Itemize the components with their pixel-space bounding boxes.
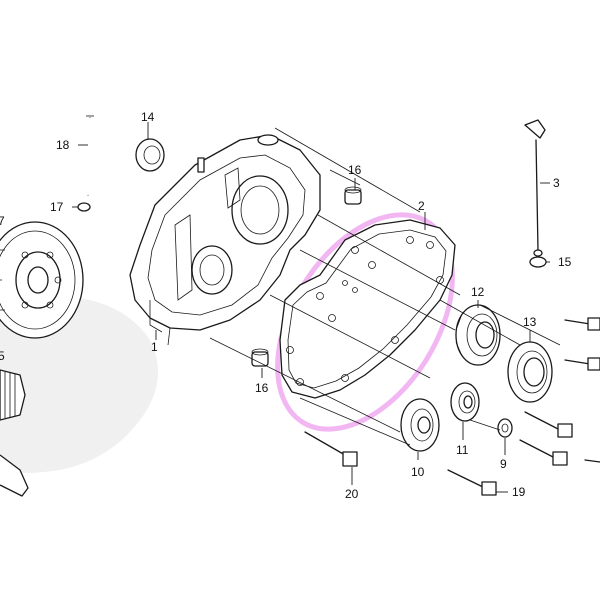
label-part-13[interactable]: 13 xyxy=(523,315,537,329)
bearing-part-12[interactable] xyxy=(455,304,501,366)
label-part-5[interactable]: 5 xyxy=(0,349,5,363)
bolt-right-2[interactable] xyxy=(564,357,600,371)
label-part-12[interactable]: 12 xyxy=(471,285,485,299)
label-part-16-lower[interactable]: 16 xyxy=(255,381,269,395)
bolt-right-5[interactable] xyxy=(584,459,600,463)
leader-lines xyxy=(72,122,550,493)
gasket-part-2[interactable] xyxy=(279,219,456,399)
label-part-10[interactable]: 10 xyxy=(411,465,425,479)
part-labels: 1 2 3 5 7 9 10 11 12 13 14 15 16 16 17 1… xyxy=(0,110,572,501)
label-part-3[interactable]: 3 xyxy=(553,176,560,190)
bolt-right-4[interactable] xyxy=(519,439,568,466)
bolt-right-1[interactable] xyxy=(564,317,600,331)
bolt-part-20[interactable] xyxy=(304,431,358,467)
bolt-part-19[interactable] xyxy=(447,469,497,496)
label-part-1[interactable]: 1 xyxy=(151,340,158,354)
label-part-16-upper[interactable]: 16 xyxy=(348,163,362,177)
dipstick-part-3[interactable] xyxy=(524,119,546,257)
oil-seal-part-13[interactable] xyxy=(507,341,553,403)
bolt-right-3[interactable] xyxy=(524,411,573,438)
label-part-18[interactable]: 18 xyxy=(56,138,70,152)
alignment-lines xyxy=(209,127,561,446)
label-part-14[interactable]: 14 xyxy=(141,110,155,124)
dowel-pin-16-upper[interactable] xyxy=(344,186,362,205)
label-part-19[interactable]: 19 xyxy=(512,485,526,499)
engine-silhouette xyxy=(0,295,158,473)
oil-seal-part-14[interactable] xyxy=(135,138,165,172)
washer-part-9[interactable] xyxy=(497,418,513,438)
label-part-7[interactable]: 7 xyxy=(0,214,5,228)
o-ring-part-15[interactable] xyxy=(529,256,547,268)
breather-tube-part-18[interactable] xyxy=(83,115,94,196)
cover-part-1[interactable] xyxy=(129,134,321,346)
label-part-2[interactable]: 2 xyxy=(418,199,425,213)
label-part-11[interactable]: 11 xyxy=(456,443,469,457)
label-part-17[interactable]: 17 xyxy=(50,200,64,214)
gear-part-7[interactable] xyxy=(0,221,84,339)
bearing-part-11[interactable] xyxy=(450,382,480,422)
label-part-9[interactable]: 9 xyxy=(500,457,507,471)
label-part-15[interactable]: 15 xyxy=(558,255,572,269)
shaft-part-5[interactable] xyxy=(0,369,29,497)
label-part-20[interactable]: 20 xyxy=(345,487,359,501)
clip-part-17[interactable] xyxy=(77,202,91,212)
dowel-pin-16-lower[interactable] xyxy=(251,348,269,367)
bearing-part-10[interactable] xyxy=(400,398,440,452)
